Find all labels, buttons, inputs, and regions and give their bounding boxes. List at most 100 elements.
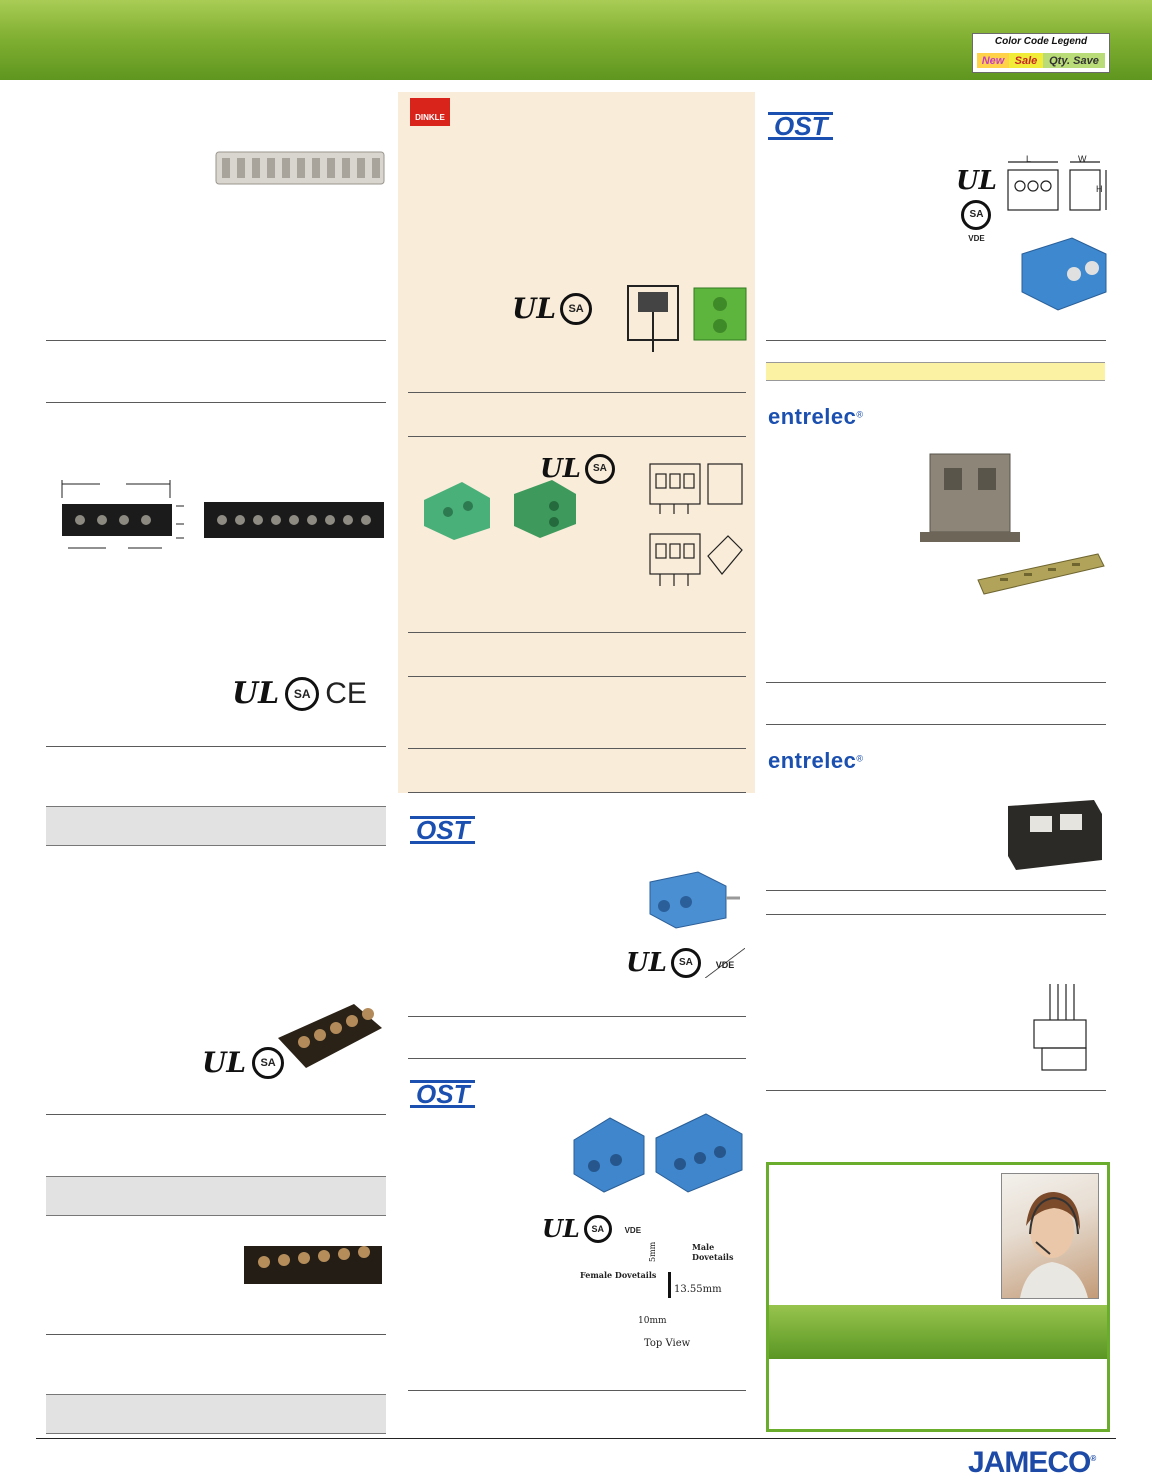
header-banner (0, 0, 1152, 80)
ul-mark-icon: UL (626, 948, 667, 978)
entrelec-logo: entrelec® (768, 748, 863, 774)
csa-mark-icon: SA (583, 1214, 612, 1243)
customer-service-agent-photo (1001, 1173, 1099, 1299)
green-pcb-terminal-image (424, 480, 576, 540)
certification-marks: UL SA VDE (956, 166, 997, 243)
entrelec-logo-text: entrelec (768, 404, 857, 429)
ul-mark-icon: UL (232, 676, 280, 711)
top-view-label: Top View (644, 1338, 691, 1349)
ul-mark-icon: UL (540, 454, 581, 484)
csa-mark-icon: SA (252, 1046, 285, 1079)
blue-terminal-2pos-image (649, 871, 740, 929)
barrier-strip-gray-image (215, 151, 385, 185)
price-bar (46, 1394, 386, 1434)
certification-marks: UL SA VDE (626, 948, 745, 978)
customer-service-band (769, 1305, 1107, 1359)
dinkle-logo-text: DINKLE (415, 113, 445, 122)
entrelec-logo-text: entrelec (768, 748, 857, 773)
dinkle-section-panel (398, 92, 755, 793)
color-code-legend: Color Code Legend New Sale Qty. Save (972, 33, 1110, 73)
ost-terminal-dimension-drawing (1007, 161, 1107, 211)
ul-mark-icon: UL (202, 1046, 247, 1079)
ul-mark-icon: UL (512, 292, 557, 325)
blue-interlocking-terminals-image (573, 1113, 743, 1193)
divider (766, 890, 1106, 891)
legend-new: New (977, 53, 1009, 68)
barrier-strip-6pos-image (244, 1246, 382, 1284)
divider (408, 436, 746, 437)
registered-mark: ® (856, 409, 864, 420)
divider (408, 392, 746, 393)
certification-marks: UL SA CE (232, 676, 367, 711)
csa-mark-icon: SA (670, 948, 701, 978)
ost-blue-terminal-image (1021, 237, 1107, 311)
divider (766, 914, 1106, 915)
csa-mark-icon: SA (285, 676, 320, 711)
green-pcb-terminal-drawings (649, 463, 743, 586)
csa-mark-icon: SA (560, 292, 593, 325)
divider (766, 724, 1106, 725)
barrier-strip-5pos-image (278, 1004, 382, 1068)
barrier-strip-black-image (204, 502, 384, 538)
din-rail-image (977, 553, 1105, 595)
certification-marks: UL SA VDE (542, 1214, 650, 1243)
dim-h-label: H (1096, 184, 1103, 194)
divider (408, 748, 746, 749)
divider (46, 1114, 386, 1115)
divider (408, 632, 746, 633)
dinkle-logo: DINKLE (410, 98, 450, 126)
divider (408, 792, 746, 793)
divider (46, 402, 386, 403)
divider (408, 676, 746, 677)
ost-logo: OST (410, 816, 476, 844)
ul-mark-icon: UL (956, 166, 997, 196)
legend-title: Color Code Legend (994, 36, 1088, 47)
footer-rule (36, 1438, 1116, 1439)
vde-mark-icon: VDE (968, 234, 985, 243)
header-connector-drawing (1033, 984, 1087, 1071)
legend-sale: Sale (1009, 53, 1043, 68)
dim-w-label: W (1078, 154, 1087, 164)
jameco-logo: JAMECO® (968, 1446, 1096, 1480)
dim-5mm-label: 5mm (648, 1241, 657, 1262)
price-bar (46, 806, 386, 846)
csa-mark-icon: SA (584, 454, 615, 484)
registered-mark: ® (1090, 1454, 1096, 1463)
certification-marks: UL SA (512, 292, 593, 325)
vde-mark-icon: VDE (624, 1225, 642, 1235)
dim-10mm-label: 10mm (638, 1316, 667, 1326)
certification-marks: UL SA (202, 1046, 285, 1079)
customer-service-box (766, 1162, 1110, 1432)
barrier-strip-dimension-drawing (61, 480, 184, 549)
dovetail-top-view-drawing: 5mm Male Dovetails Female Dovetails 13.5… (578, 1232, 744, 1356)
divider (408, 1016, 746, 1017)
ost-logo: OST (410, 1080, 476, 1108)
entrelec-logo: entrelec® (768, 404, 863, 430)
ul-mark-icon: UL (542, 1214, 580, 1243)
ce-mark-icon: CE (325, 676, 367, 710)
ost-logo: OST (768, 112, 834, 140)
price-bar-yellow (766, 362, 1105, 381)
legend-qty-save: Qty. Save (1043, 53, 1105, 68)
dim-l-label: L (1026, 154, 1032, 164)
divider (766, 682, 1106, 683)
male-dovetails-label: Male Dovetails (692, 1242, 734, 1262)
divider (46, 1334, 386, 1335)
divider (46, 340, 386, 341)
vde-mark-icon: VDE (704, 948, 745, 978)
dim-13-55mm-label: 13.55mm (674, 1284, 722, 1295)
csa-mark-icon: SA (961, 200, 992, 230)
agent-illustration (1020, 1192, 1088, 1298)
certification-marks: UL SA (540, 454, 615, 484)
registered-mark: ® (856, 753, 864, 764)
din-rail-terminal-block-image (920, 453, 1020, 542)
female-dovetails-label: Female Dovetails (580, 1270, 657, 1280)
divider (766, 1090, 1106, 1091)
jameco-logo-text: JAMECO (968, 1446, 1091, 1479)
dim-bar (668, 1272, 671, 1298)
divider (408, 1390, 746, 1391)
dinkle-spring-terminal-image (627, 285, 747, 352)
divider (408, 1058, 746, 1059)
fuse-terminal-block-image (1008, 800, 1102, 870)
price-bar (46, 1176, 386, 1216)
